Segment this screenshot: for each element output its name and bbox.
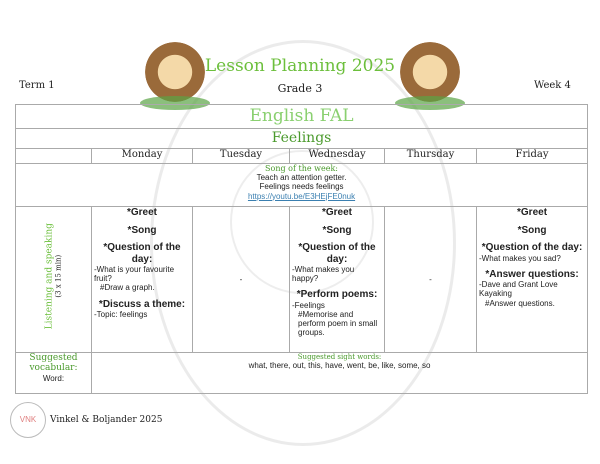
perform-task: #Memorise and perform poem in small grou… bbox=[298, 310, 378, 338]
thursday-cell: - bbox=[384, 206, 477, 353]
footer: VNK Vinkel & Boljander 2025 bbox=[10, 402, 587, 438]
greet-item: *Greet bbox=[126, 207, 157, 218]
day-monday: Monday bbox=[91, 148, 193, 164]
greet-item: *Greet bbox=[321, 207, 352, 218]
day-friday: Friday bbox=[475, 148, 589, 164]
logo-text: VNK bbox=[19, 415, 37, 424]
listening-label: Listening and speaking bbox=[44, 223, 55, 330]
word-label: Word: bbox=[42, 373, 65, 383]
lion-illustration-right bbox=[400, 42, 460, 102]
discuss-text: -Topic: feelings bbox=[94, 310, 148, 320]
subject-title: English FAL bbox=[14, 104, 589, 129]
answer-task: #Answer questions. bbox=[485, 298, 555, 308]
tuesday-cell: - bbox=[192, 206, 290, 353]
song-item: *Song bbox=[322, 224, 352, 236]
discuss-title: *Discuss a theme: bbox=[98, 298, 186, 310]
corner-cell bbox=[15, 148, 92, 164]
question-title: *Question of the day: bbox=[481, 242, 583, 253]
vocab-label: Suggested vocabular: bbox=[29, 353, 78, 374]
monday-cell: *Greet *Song *Question of the day: -What… bbox=[91, 206, 193, 353]
greet-item: *Greet bbox=[517, 207, 548, 218]
question-text: -What is your favourite fruit? bbox=[94, 265, 175, 284]
listening-label-cell: Listening and speaking (3 x 15 min) bbox=[15, 206, 92, 353]
song-line-1: Teach an attention getter. bbox=[256, 173, 347, 183]
question-text: -What makes you happy? bbox=[292, 265, 355, 284]
sight-words-label: Suggested sight words: bbox=[297, 353, 382, 361]
song-item: *Song bbox=[127, 224, 157, 236]
theme-title: Feelings bbox=[14, 128, 589, 149]
wednesday-cell: *Greet *Song *Question of the day: -What… bbox=[289, 206, 385, 353]
perform-title: *Perform poems: bbox=[296, 289, 378, 301]
sight-words: what, there, out, this, have, went, be, … bbox=[248, 361, 431, 371]
friday-cell: *Greet *Song *Question of the day: -What… bbox=[475, 206, 589, 353]
sight-words-cell: Suggested sight words: what, there, out,… bbox=[90, 352, 589, 394]
question-title: *Question of the day: bbox=[298, 242, 376, 265]
song-line-2: Feelings needs feelings bbox=[259, 182, 344, 192]
listening-duration: (3 x 15 min) bbox=[54, 254, 63, 298]
question-title: *Question of the day: bbox=[103, 242, 181, 265]
question-task: #Draw a graph. bbox=[100, 283, 155, 293]
lion-illustration-left bbox=[145, 42, 205, 102]
footer-logo: VNK bbox=[10, 402, 46, 438]
song-item: *Song bbox=[517, 224, 547, 236]
footer-credit: Vinkel & Boljander 2025 bbox=[50, 415, 163, 425]
week-label: Week 4 bbox=[534, 80, 571, 91]
lesson-plan-table: English FAL Feelings Monday Tuesday Wedn… bbox=[14, 104, 589, 394]
day-tuesday: Tuesday bbox=[192, 148, 290, 164]
song-label: Song of the week: bbox=[265, 164, 338, 173]
vocab-label-cell: Suggested vocabular: Word: bbox=[15, 352, 92, 394]
day-wednesday: Wednesday bbox=[289, 148, 385, 164]
page-title: Lesson Planning 2025 bbox=[204, 56, 396, 76]
perform-text: -Feelings bbox=[292, 300, 325, 310]
question-text: -What makes you sad? bbox=[479, 253, 561, 263]
song-link[interactable]: https://youtu.be/E3HEjFE0nuk bbox=[247, 191, 356, 201]
answer-title: *Answer questions: bbox=[485, 268, 579, 280]
day-thursday: Thursday bbox=[384, 148, 477, 164]
term-label: Term 1 bbox=[19, 80, 55, 91]
answer-text: -Dave and Grant Love Kayaking bbox=[479, 280, 558, 299]
song-cell: Song of the week: Teach an attention get… bbox=[14, 163, 589, 207]
grade-label: Grade 3 bbox=[277, 82, 323, 95]
